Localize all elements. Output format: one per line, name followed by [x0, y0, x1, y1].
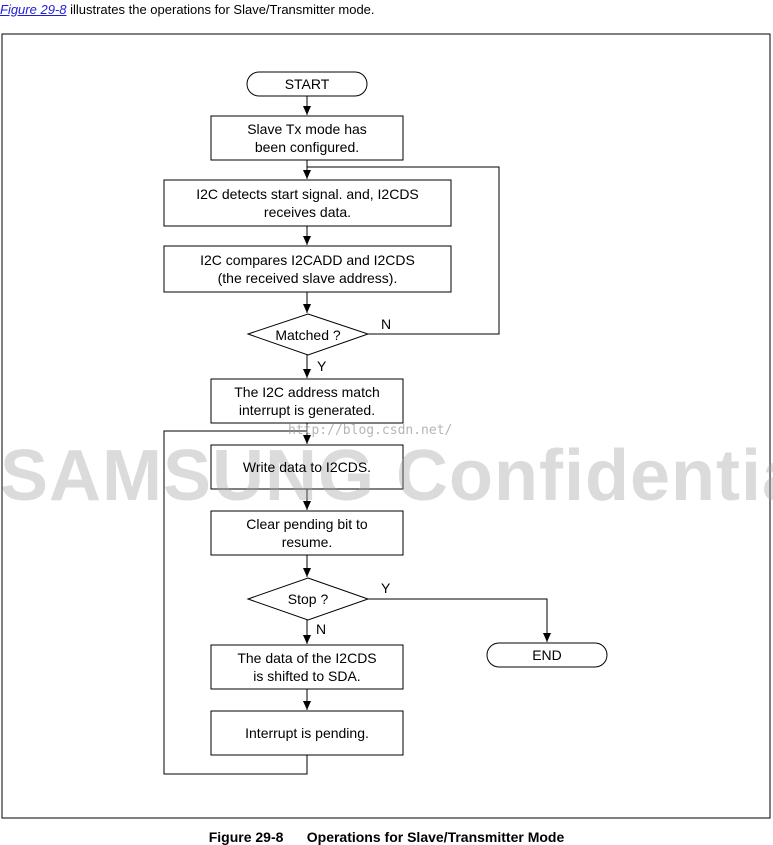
- shift-box: [210, 644, 404, 690]
- detect-label: I2C detects start signal. and, I2CDS rec…: [196, 186, 419, 220]
- write-label: Write data to I2CDS.: [242, 459, 372, 475]
- figure-caption: Figure 29-8 Operations for Slave/Transmi…: [208, 829, 565, 845]
- write-box: [210, 444, 404, 490]
- interrupt-label: The I2C address match interrupt is gener…: [234, 384, 380, 418]
- interrupt-box: [210, 378, 404, 424]
- configured-box: [210, 115, 404, 161]
- start-label: START: [284, 76, 330, 92]
- arrow-matched-no-loop: [307, 166, 500, 335]
- figure-frame: [1, 33, 771, 819]
- clear-label: Clear pending bit to resume.: [246, 516, 368, 550]
- configured-label: Slave Tx mode has been configured.: [247, 121, 367, 155]
- end-label: END: [532, 647, 562, 663]
- shift-label: The data of the I2CDS is shifted to SDA.: [237, 650, 377, 684]
- clear-box: [210, 510, 404, 556]
- end-terminal: [486, 642, 608, 668]
- intro-text: Figure 29-8 illustrates the operations f…: [0, 2, 375, 17]
- stop-yes-label: Y: [381, 580, 391, 596]
- intro-rest: illustrates the operations for Slave/Tra…: [66, 2, 375, 17]
- url-watermark: http://blog.csdn.net/: [288, 423, 453, 438]
- matched-no-label: N: [381, 316, 392, 332]
- compare-label: I2C compares I2CADD and I2CDS (the recei…: [200, 252, 415, 286]
- stop-no-label: N: [316, 621, 327, 637]
- matched-decision: [246, 313, 370, 356]
- matched-yes-label: Y: [317, 358, 327, 374]
- detect-box: [163, 179, 452, 227]
- stop-label: Stop ?: [287, 591, 329, 607]
- pending-label: Interrupt is pending.: [245, 725, 369, 741]
- arrow-pending-loop: [163, 430, 308, 775]
- stop-decision: [246, 577, 370, 621]
- compare-box: [163, 245, 452, 293]
- samsung-watermark: SAMSUNG Confidential: [0, 436, 773, 516]
- pending-box: [210, 710, 404, 756]
- matched-label: Matched ?: [275, 326, 341, 343]
- arrow-stop-end: [368, 598, 551, 642]
- figure-link[interactable]: Figure 29-8: [0, 2, 67, 17]
